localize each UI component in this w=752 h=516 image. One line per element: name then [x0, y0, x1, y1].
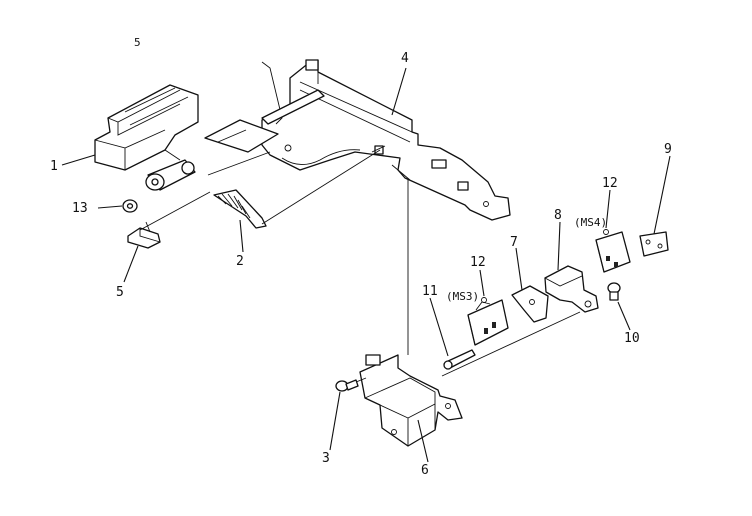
label-part-10: 10	[624, 331, 640, 346]
label-part-13: 13	[72, 201, 88, 216]
label-part-11: 11	[422, 284, 438, 299]
part-3-screw	[335, 379, 359, 392]
label-part-7: 7	[510, 235, 518, 250]
label-part-1: 1	[50, 159, 58, 174]
part-4-main-bracket	[204, 59, 511, 221]
label-part-12-ms3: 12	[470, 255, 486, 270]
assembly-lines	[139, 149, 581, 383]
page-mark: 5	[134, 36, 141, 49]
label-part-12-ms4: 12	[602, 176, 618, 191]
part-9-plate	[639, 231, 669, 257]
microswitch-ms3	[467, 297, 509, 346]
part-1-actuator	[94, 84, 199, 191]
part-5-clip	[127, 221, 161, 249]
label-ms3: (MS3)	[446, 290, 479, 303]
part-11-pin	[443, 349, 476, 370]
label-part-2: 2	[236, 254, 244, 269]
part-2-spring	[213, 189, 267, 229]
part-13-washer	[122, 199, 138, 213]
label-part-6: 6	[421, 463, 429, 478]
part-8-lever	[544, 265, 599, 313]
part-7-plate	[511, 285, 549, 323]
part-6-lower-bracket	[359, 354, 463, 447]
label-ms4: (MS4)	[574, 216, 607, 229]
label-part-3: 3	[322, 451, 330, 466]
part-10-screw	[607, 282, 621, 301]
label-part-5: 5	[116, 285, 124, 300]
label-part-4: 4	[401, 51, 409, 66]
leader-lines	[61, 67, 671, 463]
label-part-8: 8	[554, 208, 562, 223]
label-part-9: 9	[664, 142, 672, 157]
microswitch-ms4	[595, 229, 631, 273]
